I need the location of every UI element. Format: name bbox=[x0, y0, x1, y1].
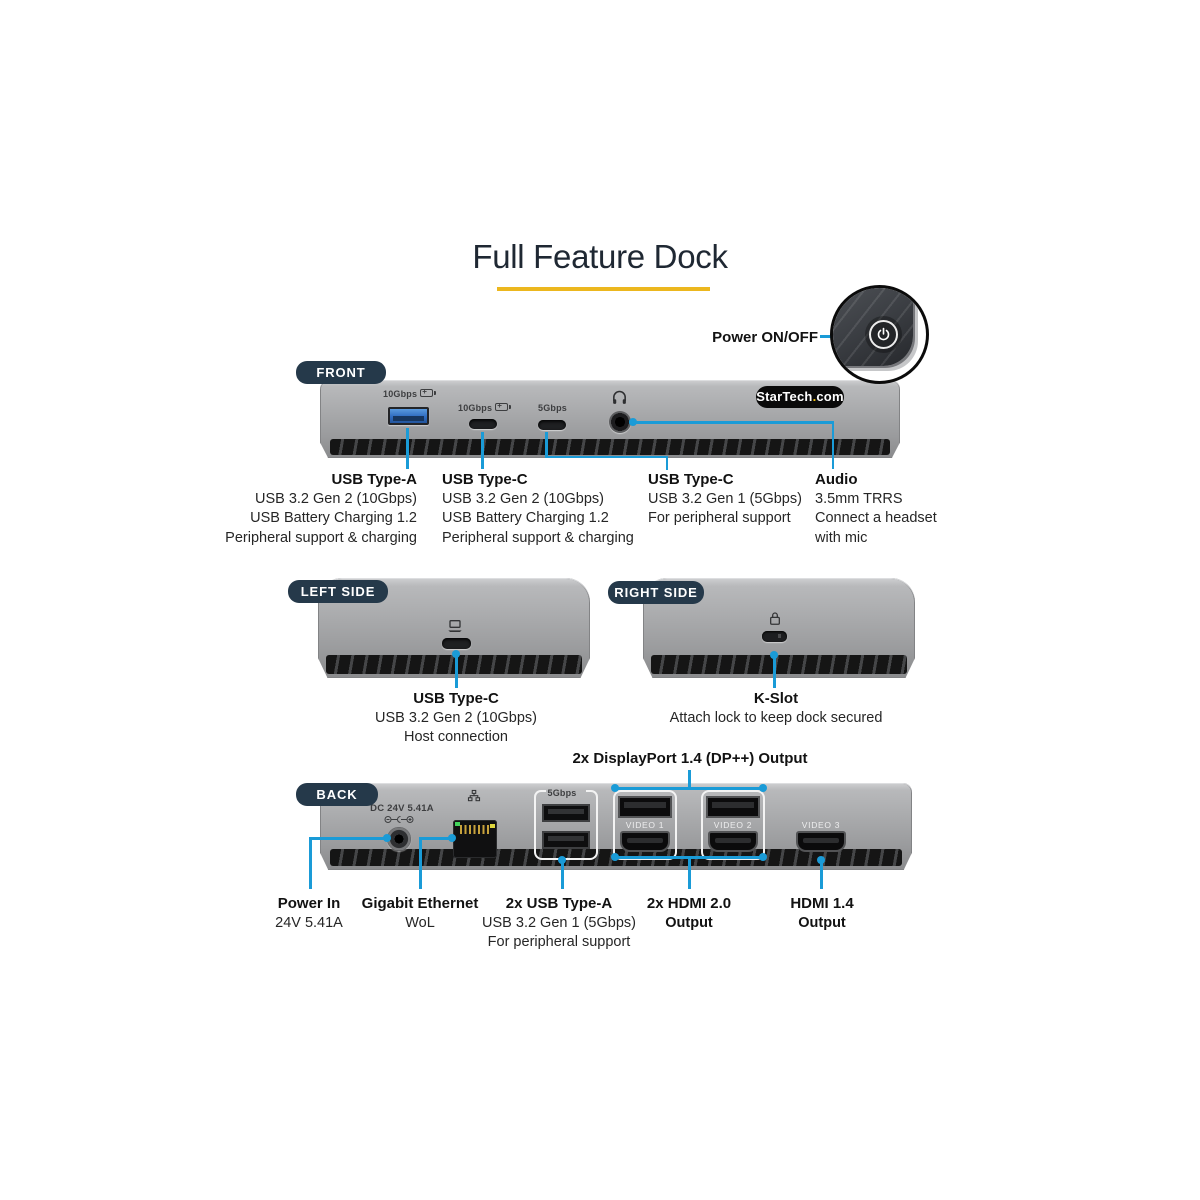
hdmi14-line bbox=[820, 859, 823, 889]
usb-c-host-port bbox=[442, 638, 471, 649]
front-vent bbox=[330, 439, 890, 455]
hdmi2-callout: 2x HDMI 2.0 Output bbox=[646, 895, 732, 931]
video2-print: VIDEO 2 bbox=[713, 820, 753, 830]
host-callout: USB Type-C USB 3.2 Gen 2 (10Gbps) Host c… bbox=[375, 690, 537, 745]
ethernet-callout: Gigabit Ethernet WoL bbox=[361, 895, 479, 931]
power-in-jack bbox=[387, 827, 411, 851]
usbc2-speed-print: 5Gbps bbox=[538, 403, 568, 413]
usb-a-back-port-1 bbox=[542, 804, 590, 822]
usb-a-back-port-2 bbox=[542, 831, 590, 849]
usba-callout-line bbox=[406, 428, 409, 469]
ethernet-line bbox=[419, 837, 452, 840]
audio-jack bbox=[609, 411, 631, 433]
power-in-callout: Power In 24V 5.41A bbox=[275, 895, 343, 931]
usba-callout: USB Type-A USB 3.2 Gen 2 (10Gbps) USB Ba… bbox=[225, 471, 417, 546]
usb-a-port bbox=[388, 407, 429, 425]
ethernet-dot bbox=[448, 834, 456, 842]
video2-outline bbox=[701, 790, 765, 860]
power-icon bbox=[877, 327, 890, 341]
kslot-callout: K-Slot Attach lock to keep dock secured bbox=[669, 690, 883, 726]
audio-callout: Audio 3.5mm TRRS Connect a headset with … bbox=[815, 471, 937, 546]
right-vent bbox=[651, 655, 907, 674]
right-side-badge: RIGHT SIDE bbox=[608, 581, 704, 604]
dock-right-view bbox=[643, 578, 915, 678]
usbc1-speed-print: 10Gbps bbox=[458, 401, 511, 413]
usbc2-callout-line bbox=[545, 432, 548, 458]
headphones-icon bbox=[613, 390, 626, 404]
battery-icon bbox=[495, 401, 511, 411]
front-badge: FRONT bbox=[296, 361, 386, 384]
displayport-dot-right bbox=[759, 784, 767, 792]
power-in-line bbox=[309, 837, 312, 889]
laptop-icon bbox=[448, 620, 462, 632]
displayport-callout: 2x DisplayPort 1.4 (DP++) Output bbox=[572, 750, 808, 767]
displayport-callout-line bbox=[688, 770, 691, 789]
power-in-dot bbox=[383, 834, 391, 842]
battery-icon bbox=[420, 387, 436, 397]
power-button bbox=[869, 320, 898, 349]
polarity-icon bbox=[384, 816, 414, 823]
video1-outline bbox=[613, 790, 677, 860]
network-icon bbox=[467, 789, 481, 802]
video1-print: VIDEO 1 bbox=[625, 820, 665, 830]
title-underline bbox=[497, 287, 710, 291]
ethernet-port bbox=[453, 820, 497, 858]
usbc2-callout: USB Type-C USB 3.2 Gen 1 (5Gbps) For per… bbox=[648, 471, 802, 526]
lock-icon bbox=[770, 612, 780, 625]
usbc1-callout-line bbox=[481, 432, 484, 469]
video3-print: VIDEO 3 bbox=[801, 820, 841, 830]
displayport-1 bbox=[618, 796, 672, 818]
usb-back-callout: 2x USB Type-A USB 3.2 Gen 1 (5Gbps) For … bbox=[482, 895, 636, 950]
audio-callout-line bbox=[633, 421, 834, 424]
hdmi2-line bbox=[688, 856, 691, 889]
logo-dot: . bbox=[812, 389, 817, 404]
hdmi-port-1 bbox=[620, 831, 670, 852]
host-callout-line bbox=[455, 653, 458, 688]
usb-c-port-2 bbox=[538, 420, 566, 430]
usb-group-outline bbox=[534, 798, 598, 860]
kslot-callout-line bbox=[773, 654, 776, 688]
k-slot bbox=[762, 631, 787, 642]
displayport-callout-line bbox=[615, 787, 764, 790]
usb-speed-print: 5Gbps bbox=[547, 788, 577, 798]
usb-c-port-1 bbox=[469, 419, 497, 429]
usb-back-line bbox=[561, 859, 564, 889]
power-button-inset bbox=[830, 285, 929, 384]
hdmi14-callout: HDMI 1.4 Output bbox=[790, 895, 854, 931]
back-badge: BACK bbox=[296, 783, 378, 806]
bracket-right bbox=[586, 790, 598, 798]
usbc1-callout: USB Type-C USB 3.2 Gen 2 (10Gbps) USB Ba… bbox=[442, 471, 634, 546]
hdmi-port-3 bbox=[796, 831, 846, 852]
page-title: Full Feature Dock bbox=[472, 238, 728, 275]
usba-speed-print: 10Gbps bbox=[383, 387, 436, 399]
displayport-2 bbox=[706, 796, 760, 818]
hdmi-port-2 bbox=[708, 831, 758, 852]
ethernet-line bbox=[419, 837, 422, 889]
bracket-left bbox=[534, 790, 546, 798]
power-callout-label: Power ON/OFF bbox=[712, 329, 818, 346]
startech-logo: StarTech.com bbox=[756, 386, 844, 408]
usbc2-callout-line bbox=[545, 455, 668, 458]
left-vent bbox=[326, 655, 582, 674]
audio-callout-line bbox=[831, 421, 834, 469]
usbc2-callout-line bbox=[665, 455, 668, 470]
power-in-line bbox=[309, 837, 387, 840]
dc-rating-print: DC 24V 5.41A bbox=[370, 803, 434, 814]
displayport-dot-left bbox=[611, 784, 619, 792]
left-side-badge: LEFT SIDE bbox=[288, 580, 388, 603]
